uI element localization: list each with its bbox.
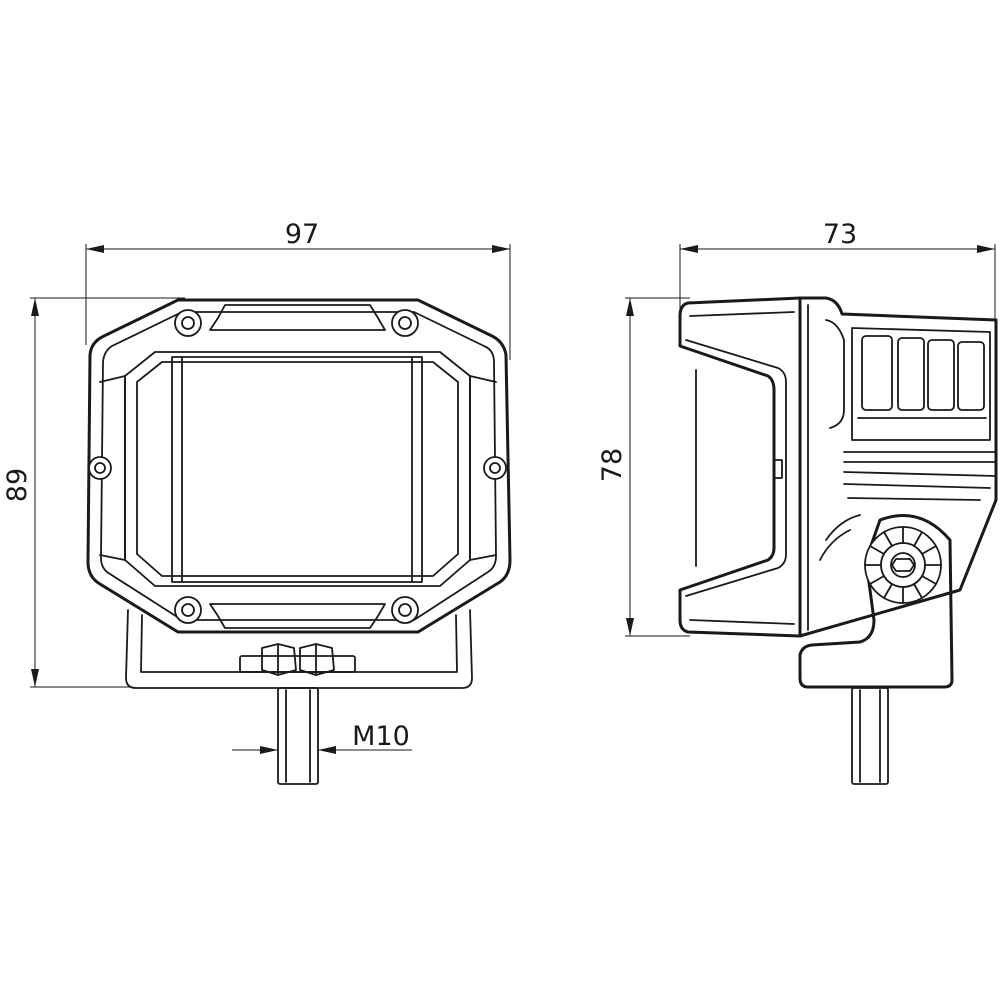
front-mount-bracket xyxy=(125,609,473,689)
height-dimension: 89 xyxy=(2,298,39,687)
front-screws xyxy=(88,309,507,624)
front-view: 97 89 M10 xyxy=(2,219,512,785)
side-heatsink xyxy=(798,296,998,638)
depth-label: 73 xyxy=(823,219,857,250)
height-label: 89 xyxy=(2,468,33,502)
side-mount-bracket xyxy=(798,514,954,689)
depth-dimension: 73 xyxy=(680,219,995,253)
side-view: 73 78 xyxy=(597,219,998,785)
side-bolt xyxy=(851,687,889,785)
front-bolt xyxy=(277,687,319,785)
side-height-dimension: 78 xyxy=(597,298,634,636)
side-bezel xyxy=(678,296,802,638)
front-housing xyxy=(86,298,512,634)
thread-dimension: M10 xyxy=(232,721,412,754)
thread-label: M10 xyxy=(352,721,410,752)
knuckle-teeth xyxy=(864,526,942,604)
width-label: 97 xyxy=(285,219,319,250)
side-height-label: 78 xyxy=(597,448,628,482)
width-dimension: 97 xyxy=(86,219,510,253)
